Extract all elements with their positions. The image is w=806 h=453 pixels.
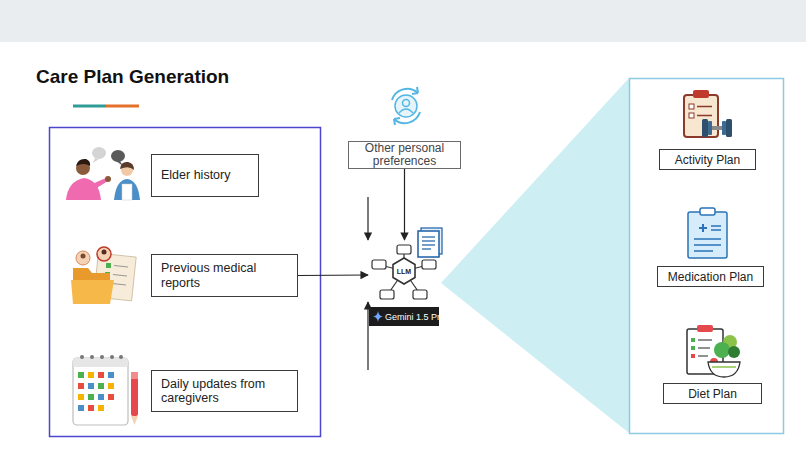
- medication-clipboard-icon: [688, 208, 727, 258]
- node-text: Gemini 1.5 Pro: [385, 312, 445, 322]
- flow-arrow: [298, 274, 368, 276]
- node-text: Daily updates from caregivers: [161, 377, 288, 406]
- document-icon: [418, 228, 442, 257]
- node-text: Elder history: [161, 168, 230, 182]
- diagram-title: Care Plan Generation: [36, 66, 229, 88]
- personal-preferences-icon: [392, 87, 420, 125]
- node-text: Other personal preferences: [353, 142, 456, 168]
- header-band: [0, 0, 806, 42]
- diet-clipboard-icon: [687, 325, 740, 377]
- output-frame: [630, 79, 784, 434]
- preference-box: Other personal preferences: [348, 141, 461, 169]
- input-box: Previous medical reports: [151, 254, 298, 297]
- title-underline: [106, 105, 139, 108]
- flow-arrow: [367, 197, 368, 240]
- flow-arrow: [404, 169, 405, 240]
- input-frame: [50, 128, 321, 437]
- node-text: LLM: [368, 268, 440, 275]
- llm-node: LLM: [368, 240, 440, 302]
- output-box: Activity Plan: [659, 149, 756, 170]
- calendar-icon: [73, 355, 138, 425]
- output-box: Medication Plan: [657, 266, 764, 287]
- output-box: Diet Plan: [663, 383, 762, 404]
- input-box: Daily updates from caregivers: [151, 370, 298, 412]
- node-text: Medication Plan: [668, 270, 753, 284]
- output-fan: [441, 78, 629, 433]
- node-text: Previous medical reports: [161, 261, 288, 290]
- node-text: Activity Plan: [675, 153, 740, 167]
- medical-folder-icon: [71, 247, 136, 304]
- people-talking-icon: [66, 147, 140, 200]
- title-underline: [73, 105, 106, 108]
- node-text: Diet Plan: [688, 387, 737, 401]
- model-badge: Gemini 1.5 Pro: [369, 307, 439, 326]
- activity-clipboard-icon: [684, 90, 732, 137]
- input-box: Elder history: [151, 154, 259, 197]
